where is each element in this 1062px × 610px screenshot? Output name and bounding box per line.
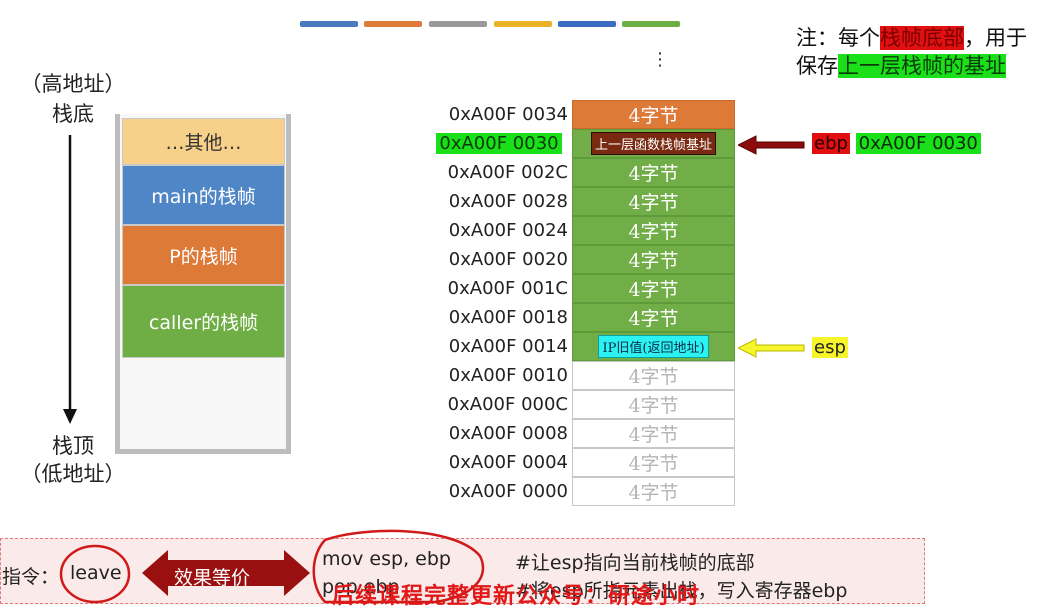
- note-prefix: 注：每个: [796, 26, 880, 50]
- ebp-label: ebp: [812, 133, 850, 154]
- frame-other: …其他…: [122, 118, 285, 165]
- watermark-text: 后续课程完整更新公众号：研途小时: [332, 584, 701, 609]
- esp-arrow-icon: [738, 338, 805, 358]
- note-suffix: ，用于: [964, 26, 1027, 50]
- address-label: 0xA00F 0008: [448, 423, 568, 444]
- address-label: 0xA00F 0028: [448, 191, 568, 212]
- stack-top-label: 栈顶: [52, 434, 94, 458]
- instruction-leave: leave: [70, 562, 122, 584]
- memory-cell: 4字节: [572, 448, 735, 477]
- address-label: 0xA00F 0030: [436, 133, 562, 154]
- address-label: 0xA00F 0018: [448, 307, 568, 328]
- stack-bottom-label: 栈底: [52, 102, 94, 126]
- instruction-prefix: 指令：: [2, 566, 60, 588]
- ellipsis-icon: ⋮: [651, 49, 669, 70]
- address-label: 0xA00F 0010: [448, 365, 568, 386]
- low-address-label: （低地址）: [20, 462, 126, 486]
- circle-annotation-left: [59, 544, 131, 604]
- legend-bar-darkblue: [558, 21, 616, 27]
- address-label: 0xA00F 000C: [447, 394, 568, 415]
- memory-cell: 4字节: [572, 361, 735, 390]
- memory-cell-tag: 上一层函数栈帧基址: [590, 132, 716, 155]
- address-label: 0xA00F 0024: [448, 220, 568, 241]
- legend-bar-green: [622, 21, 680, 27]
- memory-cell: 4字节: [572, 100, 735, 129]
- legend-bar-orange: [364, 21, 422, 27]
- memory-cell: IP旧值(返回地址): [572, 332, 735, 361]
- memory-cell: 4字节: [572, 274, 735, 303]
- note-line-1: 注：每个栈帧底部，用于: [796, 22, 1027, 52]
- esp-label: esp: [812, 337, 848, 358]
- legend-bar-yellow: [494, 21, 552, 27]
- frame-p: P的栈帧: [122, 225, 285, 285]
- address-label: 0xA00F 001C: [447, 278, 568, 299]
- high-address-label: （高地址）: [20, 72, 126, 96]
- note-highlight-red: 栈帧底部: [880, 26, 964, 50]
- code-line-1: mov esp, ebp: [322, 548, 451, 570]
- note-highlight-green: 上一层栈帧的基址: [838, 54, 1006, 78]
- down-arrow-icon: [63, 135, 77, 424]
- ebp-arrow-icon: [738, 135, 805, 155]
- note-line-2: 保存上一层栈帧的基址: [796, 50, 1006, 80]
- frame-caller: caller的栈帧: [122, 285, 285, 358]
- memory-cell: 4字节: [572, 303, 735, 332]
- esp-register: esp: [812, 337, 848, 358]
- address-label: 0xA00F 0000: [448, 481, 568, 502]
- legend-bar-blue: [300, 21, 358, 27]
- memory-cell: 4字节: [572, 187, 735, 216]
- equivalent-label: 效果等价: [174, 567, 251, 589]
- ebp-value: 0xA00F 0030: [855, 133, 981, 154]
- address-label: 0xA00F 0004: [448, 452, 568, 473]
- double-arrow-icon: [142, 550, 310, 596]
- address-label: 0xA00F 0020: [448, 249, 568, 270]
- memory-cell: 4字节: [572, 158, 735, 187]
- circle-annotation-right: [312, 529, 485, 604]
- address-label: 0xA00F 0034: [448, 104, 568, 125]
- memory-cell-tag: IP旧值(返回地址): [598, 335, 709, 358]
- address-label: 0xA00F 0014: [448, 336, 568, 357]
- memory-cell: 上一层函数栈帧基址: [572, 129, 735, 158]
- memory-cell: 4字节: [572, 245, 735, 274]
- memory-cell: 4字节: [572, 216, 735, 245]
- address-label: 0xA00F 002C: [447, 162, 568, 183]
- comment-line-2: #将esp所指元素出栈，写入寄存器ebp: [515, 580, 848, 602]
- memory-cell: 4字节: [572, 477, 735, 506]
- legend-bar-gray: [429, 21, 487, 27]
- memory-cell: 4字节: [572, 419, 735, 448]
- code-line-2: pop ebp: [322, 576, 400, 598]
- ebp-register: ebp 0xA00F 0030: [812, 133, 981, 154]
- note-prefix-2: 保存: [796, 54, 838, 78]
- frame-main: main的栈帧: [122, 165, 285, 225]
- memory-cell: 4字节: [572, 390, 735, 419]
- comment-line-1: #让esp指向当前栈帧的底部: [515, 552, 755, 574]
